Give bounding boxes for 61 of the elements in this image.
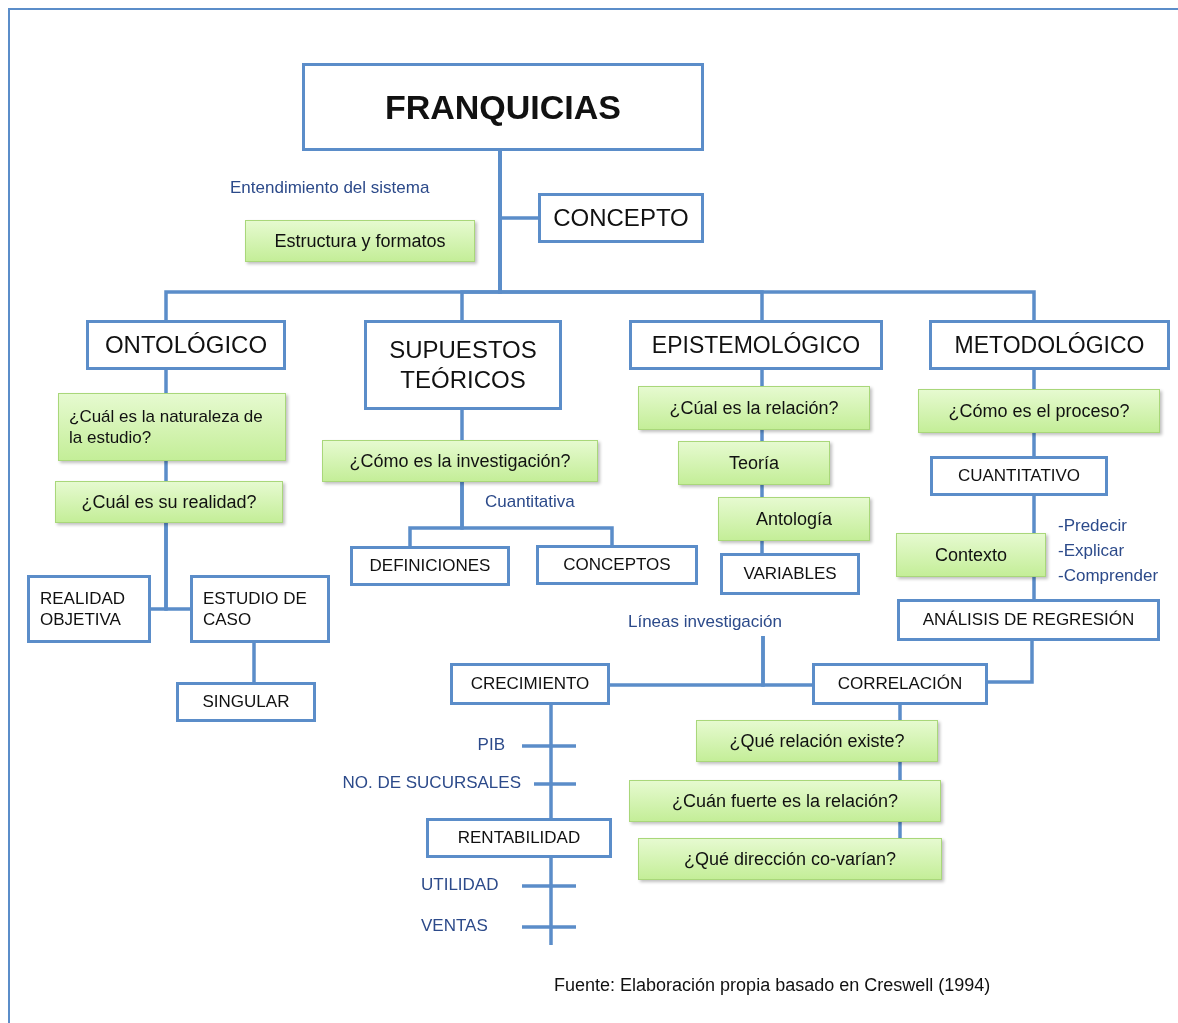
concept-box: EPISTEMOLÓGICO: [629, 320, 883, 370]
annotation-text: PIB: [477, 735, 505, 755]
question-box: ¿Cómo es el proceso?: [918, 389, 1160, 433]
concept-box: ESTUDIO DE CASO: [190, 575, 330, 643]
connector-line: [760, 370, 764, 386]
concept-box: DEFINICIONES: [350, 546, 510, 586]
connector-line: [460, 482, 614, 545]
annotation-text: UTILIDAD: [421, 875, 499, 895]
connector-line: [898, 762, 902, 780]
question-box: ¿Cuán fuerte es la relación?: [629, 780, 941, 822]
concept-box: METODOLÓGICO: [929, 320, 1170, 370]
connector-line: [1032, 433, 1036, 456]
connector-line: [898, 705, 902, 720]
concept-box: CUANTITATIVO: [930, 456, 1108, 496]
annotation-text: Entendimiento del sistema: [230, 178, 430, 198]
concept-box: SINGULAR: [176, 682, 316, 722]
connector-line: [1032, 496, 1036, 533]
question-box: Estructura y formatos: [245, 220, 475, 262]
concept-box: CORRELACIÓN: [812, 663, 988, 705]
question-box: Antología: [718, 497, 870, 541]
connector-line: [760, 485, 764, 497]
question-box: Contexto: [896, 533, 1046, 577]
connector-line: [460, 410, 464, 440]
concept-box: VARIABLES: [720, 553, 860, 595]
annotation-text: Cuantitativa: [485, 492, 575, 512]
concept-box: ONTOLÓGICO: [86, 320, 286, 370]
connector-line: [164, 461, 168, 481]
concept-box: CRECIMIENTO: [450, 663, 610, 705]
connector-line: [252, 643, 256, 682]
concept-box: REALIDAD OBJETIVA: [27, 575, 151, 643]
concept-box: SUPUESTOS TEÓRICOS: [364, 320, 562, 410]
question-box: ¿Cómo es la investigación?: [322, 440, 598, 482]
annotation-text: VENTAS: [421, 916, 488, 936]
annotation-text: -Comprender: [1058, 566, 1159, 586]
connector-line: [898, 822, 902, 838]
question-box: ¿Cuál es su realidad?: [55, 481, 283, 523]
connector-line: [1032, 577, 1036, 599]
annotation-text: -Explicar: [1058, 541, 1125, 561]
concept-box: RENTABILIDAD: [426, 818, 612, 858]
connector-line: [164, 370, 168, 393]
question-box: ¿Qué relación existe?: [696, 720, 938, 762]
question-box: Teoría: [678, 441, 830, 485]
connector-line: [549, 858, 553, 945]
connector-line: [988, 641, 1034, 684]
connector-line: [760, 541, 764, 553]
branch-label: Líneas investigación: [610, 608, 800, 636]
annotation-text: NO. DE SUCURSALES: [342, 773, 521, 793]
connector-line: [164, 523, 190, 611]
concept-box: CONCEPTO: [538, 193, 704, 243]
concept-box: ANÁLISIS DE REGRESIÓN: [897, 599, 1160, 641]
question-box: ¿Cuál es la naturaleza de la estudio?: [58, 393, 286, 461]
title-box: FRANQUICIAS: [302, 63, 704, 151]
concept-box: CONCEPTOS: [536, 545, 698, 585]
connector-line: [1032, 370, 1036, 389]
question-box: ¿Cúal es la relación?: [638, 386, 870, 430]
question-box: ¿Qué dirección co-varían?: [638, 838, 942, 880]
connector-line: [549, 705, 553, 818]
annotation-text: -Predecir: [1058, 516, 1127, 536]
source-caption: Fuente: Elaboración propia basado en Creswell (1994): [554, 975, 991, 996]
connector-line: [761, 636, 812, 687]
connector-line: [760, 430, 764, 441]
